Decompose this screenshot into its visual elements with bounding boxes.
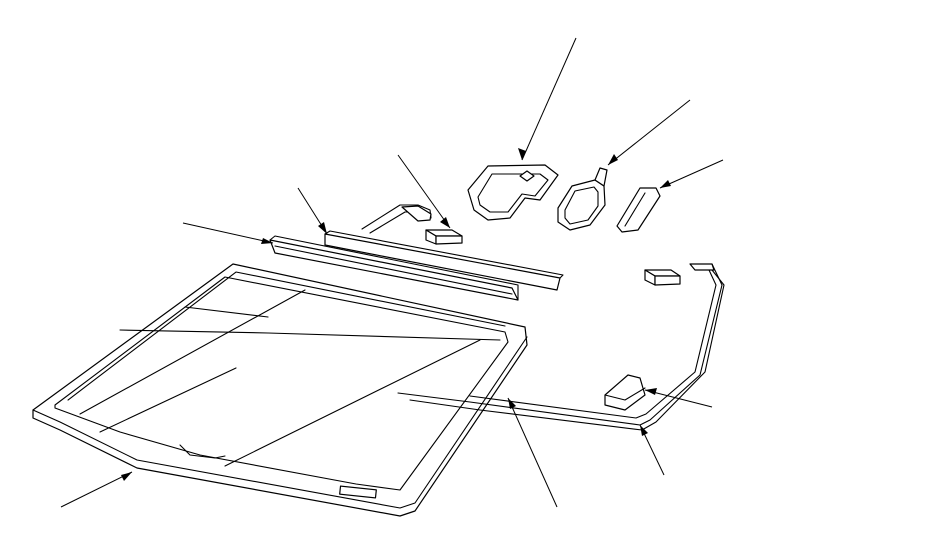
leader-line [182, 222, 274, 244]
clip-2 [644, 269, 681, 286]
leader-line [607, 99, 691, 166]
windshield-glass [32, 263, 528, 517]
glass-label-plate [339, 485, 377, 499]
leader-line [507, 397, 558, 508]
upper-molding [269, 235, 519, 301]
side-molding-end-cap [604, 374, 646, 411]
clip-1 [425, 229, 463, 245]
upper-spacer [324, 230, 564, 291]
leader-line [397, 154, 451, 229]
leader-line [60, 471, 133, 508]
dam-rubber [361, 204, 432, 234]
leader-line [644, 389, 713, 408]
sensor-bracket [557, 167, 608, 231]
leader-lines [60, 37, 724, 508]
side-molding [397, 263, 725, 431]
small-trim-piece [616, 187, 661, 233]
mirror-base-bracket [467, 164, 559, 221]
leader-line [659, 159, 724, 189]
leader-line [521, 37, 577, 161]
